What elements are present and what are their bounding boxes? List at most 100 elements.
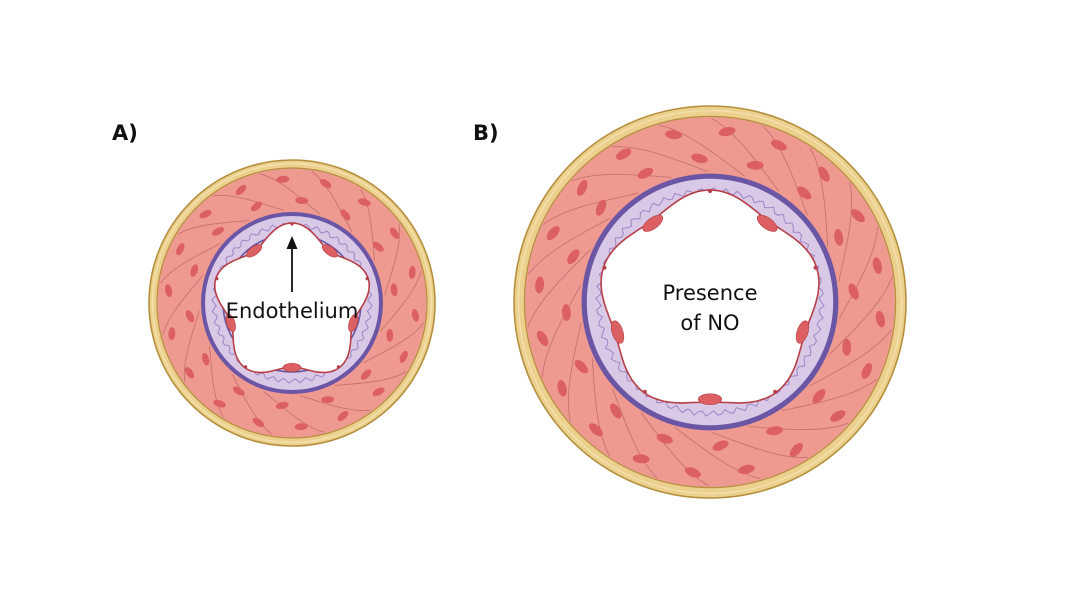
muscle-fiber (809, 329, 892, 387)
muscle-cell-nucleus (276, 175, 290, 183)
muscle-fiber (162, 274, 204, 336)
vessel-b-cross-section (513, 105, 907, 499)
muscle-cell-nucleus (390, 283, 398, 297)
muscle-cell-nucleus (861, 362, 873, 379)
muscle-cell-nucleus (875, 310, 886, 328)
muscle-cell-nucleus (656, 433, 673, 444)
muscle-fiber (748, 422, 849, 431)
endothelial-cell-nucleus (698, 393, 723, 406)
muscle-cell-nucleus (872, 257, 883, 274)
endothelial-cell-nucleus (610, 320, 625, 344)
muscle-cell-nucleus (574, 359, 589, 374)
muscle-cell-nucleus (372, 387, 385, 396)
cell-junction (290, 222, 294, 226)
muscle-cell-nucleus (202, 352, 210, 366)
muscle-cell-nucleus (213, 399, 226, 408)
muscle-fiber (263, 391, 325, 433)
muscle-fiber (809, 148, 829, 247)
endothelial-cell-nucleus (795, 320, 810, 344)
muscle-fiber (674, 427, 761, 479)
muscle-fiber (829, 277, 893, 355)
muscle-cell-nucleus (358, 198, 371, 207)
muscle-cell-nucleus (632, 454, 650, 464)
muscle-cell-nucleus (691, 153, 708, 164)
smooth-muscle-cells (165, 175, 419, 431)
muscle-cell-nucleus (712, 440, 729, 451)
muscle-cell-nucleus (766, 426, 783, 436)
cell-junction (602, 265, 607, 270)
muscle-cell-nucleus (830, 410, 846, 422)
muscle-fiber (384, 223, 401, 296)
endothelial-cell-nucleus (756, 214, 778, 232)
muscle-cell-nucleus (567, 249, 580, 264)
muscle-cell-nucleus (252, 417, 265, 427)
muscle-fiber (160, 242, 222, 284)
muscle-cell-nucleus (576, 180, 588, 196)
muscle-cell-nucleus (250, 201, 262, 212)
muscle-fiber (711, 431, 809, 458)
muscle-fiber (711, 118, 780, 192)
muscle-cell-nucleus (546, 226, 560, 241)
cell-junction (642, 389, 647, 394)
endothelium-arrow (286, 236, 298, 292)
muscle-cell-nucleus (389, 227, 400, 239)
endothelial-cells (602, 188, 818, 406)
cell-junction (707, 188, 713, 194)
endothelial-cell-nucleus (246, 244, 263, 258)
cell-junction (813, 265, 818, 270)
muscle-cell-nucleus (168, 327, 176, 341)
muscle-cell-nucleus (411, 309, 419, 322)
lumen (600, 189, 820, 404)
muscle-cell-nucleus (319, 179, 332, 189)
muscle-fiber (762, 125, 808, 216)
muscle-cell-nucleus (399, 350, 408, 363)
muscle-fiber (527, 249, 591, 327)
endothelial-cell-nucleus (225, 313, 236, 332)
intima-wavy-line (595, 187, 825, 417)
muscle-cell-nucleus (738, 464, 755, 475)
muscle-cell-nucleus (616, 148, 632, 160)
muscle-fiber (611, 146, 709, 173)
endothelial-cell-nucleus (348, 313, 359, 332)
panel-a-constricted-vessel: A) Endothelium (112, 121, 436, 447)
muscle-cell-nucleus (212, 227, 224, 236)
muscle-cell-nucleus (184, 367, 195, 379)
muscle-fiber (781, 379, 877, 412)
muscle-cell-nucleus (797, 186, 812, 200)
muscle-cell-nucleus (386, 328, 394, 342)
muscle-cell-nucleus (610, 403, 622, 419)
muscle-fiber (571, 173, 672, 182)
muscle-fiber (259, 173, 321, 215)
endothelial-cells (215, 222, 369, 373)
muscle-cell-nucleus (850, 209, 865, 223)
endothelial-cell-nucleus (642, 214, 664, 232)
muscle-cell-nucleus (746, 160, 764, 170)
presence-label-line-1: Presence (662, 281, 757, 305)
muscle-cell-nucleus (408, 265, 416, 279)
muscle-cell-nucleus (789, 442, 803, 457)
muscle-fiber (311, 171, 353, 233)
muscle-fiber (212, 194, 285, 211)
presence-label-line-2: of NO (680, 311, 739, 335)
muscle-cell-nucleus (536, 330, 549, 347)
cell-junction (336, 365, 340, 369)
endothelium-label: Endothelium (226, 299, 359, 323)
muscle-cell-nucleus (818, 166, 830, 182)
muscle-cell-nucleus (589, 423, 603, 437)
muscle-fiber (183, 310, 200, 383)
muscle-cell-nucleus (199, 210, 212, 219)
muscle-cell-nucleus (176, 243, 185, 256)
muscle-fiber (543, 192, 639, 225)
muscle-cell-nucleus (842, 338, 852, 356)
muscle-fiber (177, 219, 250, 235)
muscle-fiber (659, 125, 746, 177)
cell-junction (244, 365, 248, 369)
muscle-cell-nucleus (295, 197, 309, 204)
muscle-fiber (334, 371, 407, 387)
panel-b-dilated-vessel: B) Presence of NO (473, 105, 907, 499)
muscle-cell-nucleus (185, 310, 195, 323)
muscle-cell-nucleus (235, 184, 247, 196)
muscle-fibers (527, 118, 893, 486)
muscle-fiber (360, 188, 376, 261)
